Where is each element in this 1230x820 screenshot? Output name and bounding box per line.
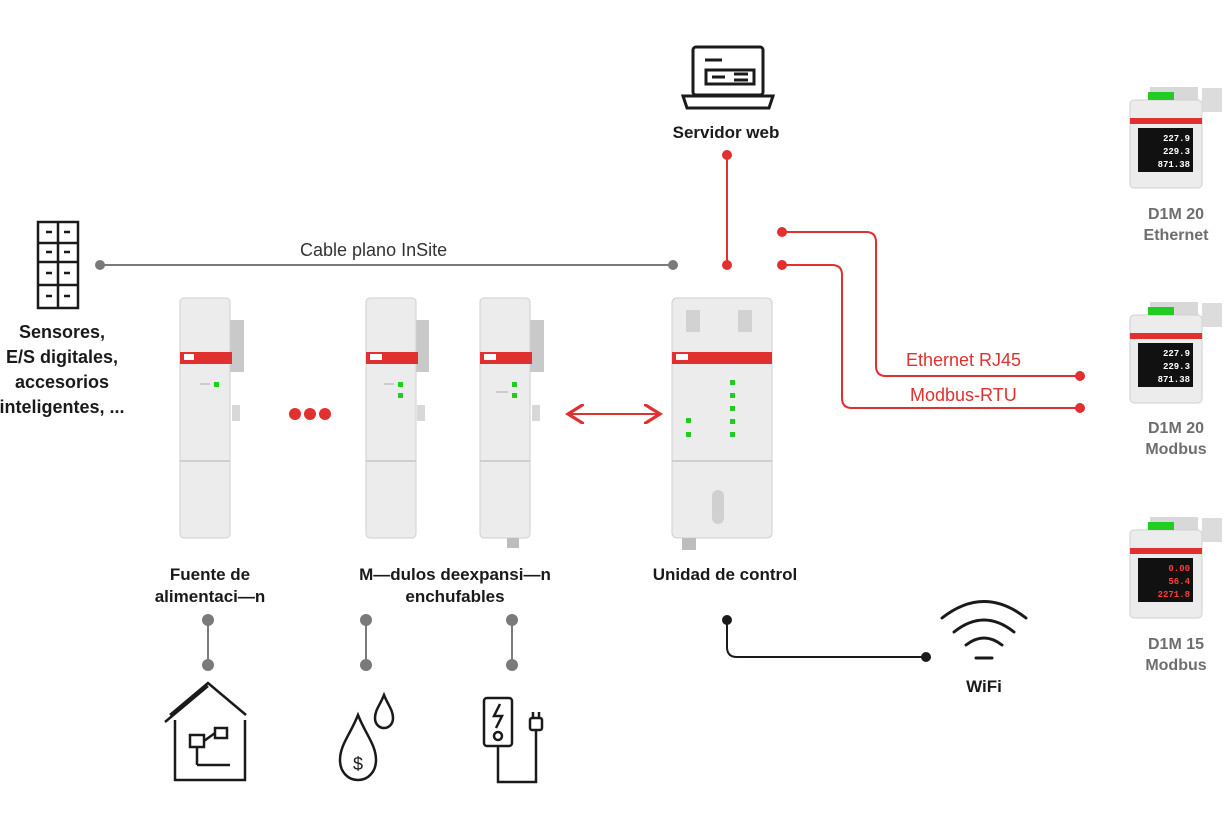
modules-label-line-2: enchufables [405, 587, 505, 606]
expansion-module-1 [365, 297, 429, 539]
house-circuit-icon [164, 681, 247, 782]
meter-3-label: D1M 15 Modbus [1126, 634, 1226, 676]
modules-label-line-1: M—dulos deexpansi—n [330, 564, 580, 586]
meter-1-label-line-2: Ethernet [1143, 227, 1209, 244]
meter-2-label-line-1: D1M 20 [1147, 420, 1205, 437]
meter-2 [1129, 302, 1222, 404]
meter-2-reading-1: 227.9 [1163, 349, 1190, 359]
meter-2-label: D1M 20 Modbus [1126, 418, 1226, 460]
ethernet-link [777, 227, 1085, 381]
meter-3-reading-3: 2271.8 [1158, 590, 1190, 600]
laptop-icon [680, 45, 776, 110]
modules-label: M—dulos deexpansi—n enchufables [330, 564, 580, 608]
meter-1-label-line-1: D1M 20 [1147, 206, 1205, 223]
meter-1-label: D1M 20 Ethernet [1126, 204, 1226, 246]
meter-3-label-line-1: D1M 15 [1147, 636, 1205, 653]
expansion-module-2 [479, 297, 544, 548]
modules-label-part-2: expansi—n [460, 565, 551, 584]
power-supply-label-line-2: alimentaci—n [154, 587, 266, 606]
cable-line [95, 260, 678, 270]
ethernet-label: Ethernet RJ45 [906, 350, 1022, 370]
cable-label: Cable plano InSite [300, 240, 448, 260]
meter-2-label-line-2: Modbus [1145, 441, 1207, 458]
sensor-links [202, 614, 518, 671]
ev-charger-icon [482, 696, 544, 784]
web-server-link [722, 150, 732, 270]
power-supply-label: Fuente de alimentaci—n [130, 564, 290, 608]
sensors-label-line-3: accesorios [14, 372, 110, 392]
meter-1-reading-3: 871.38 [1158, 160, 1190, 170]
wifi-label: WiFi [966, 677, 1002, 696]
wifi-link [722, 615, 931, 662]
control-unit-label: Unidad de control [652, 565, 798, 584]
meter-3-reading-2: 56.4 [1168, 577, 1190, 587]
meter-2-reading-3: 871.38 [1158, 375, 1190, 385]
meter-2-reading-2: 229.3 [1163, 362, 1190, 372]
sensors-label-line-4: inteligentes, ... [0, 397, 125, 417]
sensors-label-line-2: E/S digitales, [5, 347, 119, 367]
meter-3 [1129, 517, 1222, 619]
modbus-link [777, 260, 1085, 413]
sensors-label-line-1: Sensores, [18, 322, 106, 342]
water-cost-icon: $ [338, 691, 395, 782]
ellipsis-dots [289, 408, 331, 420]
meter-3-label-line-2: Modbus [1145, 657, 1207, 674]
control-unit-module [671, 297, 773, 550]
meter-1-reading-2: 229.3 [1163, 147, 1190, 157]
modules-label-part-1: M—dulos de [359, 565, 461, 584]
wifi-icon [940, 600, 1028, 660]
svg-text:$: $ [353, 754, 363, 774]
power-supply-module [179, 297, 244, 539]
electrical-panel-icon [36, 220, 80, 310]
meter-1-reading-1: 227.9 [1163, 134, 1190, 144]
meter-1 [1129, 87, 1222, 189]
sensors-label: Sensores, E/S digitales, accesorios inte… [0, 320, 132, 420]
web-server-label: Servidor web [672, 123, 780, 142]
power-supply-label-line-1: Fuente de [169, 565, 251, 584]
meter-3-reading-1: 0.00 [1168, 564, 1190, 574]
modbus-label: Modbus-RTU [910, 385, 1017, 405]
